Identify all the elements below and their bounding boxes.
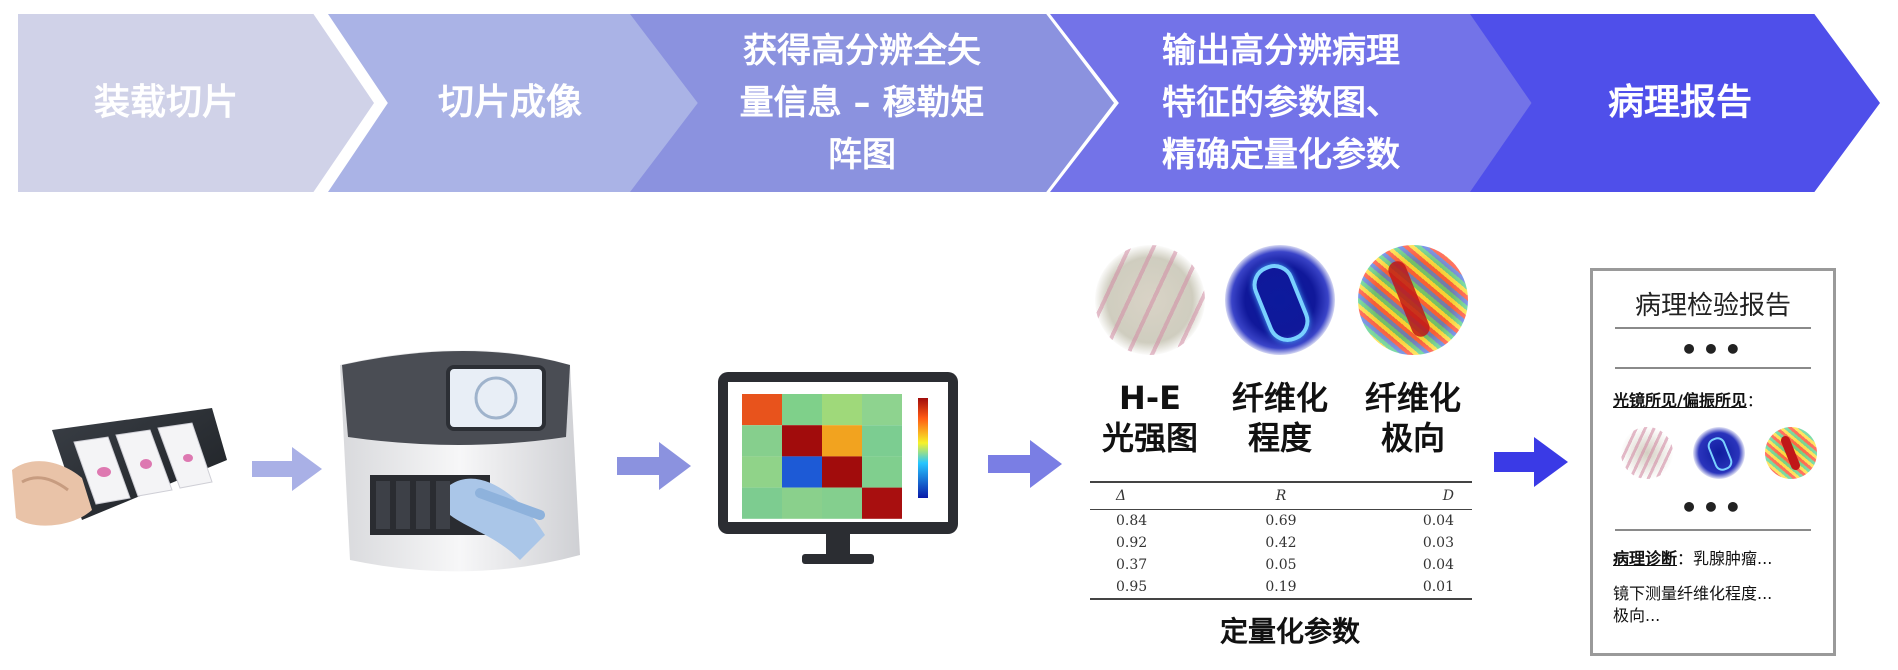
quantitative-parameters-caption: 定量化参数 (1219, 615, 1360, 648)
arrow-right-icon (988, 440, 1062, 488)
step-4-line-3: 精确定量化参数 (1162, 135, 1400, 175)
matrix-cell (782, 425, 822, 457)
step-4-line-1: 输出高分辨病理 (1162, 31, 1400, 71)
matrix-cell (862, 456, 902, 488)
table-cell: 0.04 (1422, 513, 1454, 529)
table-cell: 0.92 (1116, 535, 1148, 551)
table-cell: 0.03 (1422, 535, 1454, 551)
label-line: 纤维化 (1231, 379, 1328, 417)
findings-colon: ： (1746, 391, 1763, 410)
slide-scanner-image (340, 350, 580, 572)
label-line: 光强图 (1101, 419, 1198, 457)
fibrosis-degree-image (1225, 245, 1335, 355)
he-intensity-label: H-E 光强图 (1080, 378, 1220, 458)
step-mueller-matrix: 获得高分辨全矢 量信息 – 穆勒矩 阵图 (630, 14, 1114, 192)
matrix-cell (742, 394, 782, 426)
matrix-cell (782, 394, 822, 426)
mini-fibrosis-degree-image (1693, 427, 1745, 479)
matrix-cell (822, 456, 862, 488)
report-title: 病理检验报告 (1634, 291, 1791, 321)
matrix-cell (782, 456, 822, 488)
monitor-mueller-matrix-image (718, 372, 958, 564)
step-1-line: 装载切片 (93, 82, 238, 123)
report-note: 镜下测量纤维化程度... 极向... (1613, 583, 1823, 627)
matrix-cell (742, 425, 782, 457)
step-3-line-1: 获得高分辨全矢 (743, 31, 981, 71)
matrix-cell (862, 394, 902, 426)
divider (1615, 327, 1811, 329)
table-header-row: Δ R D (1090, 481, 1472, 510)
step-load-slide: 装载切片 (18, 14, 374, 192)
mini-fibrosis-orientation-image (1765, 427, 1817, 479)
mini-he-image (1621, 427, 1673, 479)
ellipsis-dots: ••• (1680, 491, 1746, 524)
table-cell: 0.84 (1116, 513, 1148, 529)
report-note-line-1: 镜下测量纤维化程度... (1613, 584, 1773, 603)
fibrosis-orientation-label: 纤维化 极向 (1343, 378, 1483, 458)
findings-heading: 光镜所见/偏振所见： (1613, 387, 1763, 411)
pathology-report-panel: 病理检验报告 ••• 光镜所见/偏振所见： ••• 病理诊断：乳腺肿瘤... 镜… (1590, 268, 1836, 656)
table-row: 0.37 0.05 0.04 (1090, 554, 1472, 576)
table-cell: 0.37 (1116, 557, 1148, 573)
divider (1615, 367, 1811, 369)
matrix-cell (742, 456, 782, 488)
quantitative-parameter-table: Δ R D 0.84 0.69 0.04 0.92 0.42 0.03 0.37… (1090, 481, 1472, 600)
table-cell: 0.19 (1216, 576, 1346, 600)
process-flow: 装载切片 切片成像 获得高分辨全矢 量信息 – 穆勒矩 阵图 输出高分辨病理 特… (18, 14, 1880, 192)
table-row: 0.84 0.69 0.04 (1090, 510, 1472, 533)
step-output-parameters: 输出高分辨病理 特征的参数图、 精确定量化参数 (1050, 14, 1542, 192)
table-cell: 0.01 (1345, 576, 1472, 600)
table-cell: 0.69 (1265, 513, 1297, 529)
label-line: 纤维化 (1364, 379, 1461, 417)
report-note-line-2: 极向... (1613, 606, 1661, 625)
ellipsis-dots: ••• (1680, 333, 1746, 366)
step-4-line-2: 特征的参数图、 (1162, 83, 1400, 123)
diagnosis-heading: 病理诊断：乳腺肿瘤... (1613, 545, 1772, 569)
fibrosis-degree-label: 纤维化 程度 (1210, 378, 1350, 458)
table-row: 0.92 0.42 0.03 (1090, 532, 1472, 554)
matrix-cell (822, 425, 862, 457)
matrix-cell (822, 394, 862, 426)
diagnosis-text: ：乳腺肿瘤... (1677, 549, 1773, 568)
step-slide-imaging: 切片成像 (328, 14, 702, 192)
slides-tray-image (12, 408, 227, 526)
table-cell: 0.42 (1265, 535, 1297, 551)
column-header: Δ (1090, 481, 1217, 510)
arrow-right-icon (617, 442, 691, 490)
matrix-cell (742, 487, 782, 519)
label-line: 极向 (1380, 419, 1445, 457)
arrow-right-icon (252, 447, 322, 491)
fibrosis-orientation-image (1358, 245, 1468, 355)
divider (1615, 529, 1811, 531)
matrix-cell (862, 487, 902, 519)
step-2-line: 切片成像 (437, 82, 582, 123)
step-3-line-3: 阵图 (828, 135, 896, 175)
step-3-line-2: 量信息 – 穆勒矩 (739, 83, 985, 123)
matrix-cell (822, 487, 862, 519)
column-header: R (1216, 481, 1346, 510)
table-cell: 0.95 (1090, 576, 1217, 600)
matrix-cell (782, 487, 822, 519)
table-cell: 0.04 (1422, 557, 1454, 573)
he-intensity-image (1095, 245, 1205, 355)
arrow-right-icon (1494, 437, 1568, 487)
label-line: 程度 (1247, 419, 1312, 457)
findings-label: 光镜所见/偏振所见 (1613, 391, 1747, 410)
table-cell: 0.05 (1265, 557, 1297, 573)
step-5-line: 病理报告 (1607, 82, 1752, 123)
table-row: 0.95 0.19 0.01 (1090, 576, 1472, 600)
diagnosis-label: 病理诊断 (1613, 549, 1678, 568)
step-pathology-report: 病理报告 (1470, 14, 1880, 192)
label-line: H-E (1119, 379, 1181, 417)
matrix-cell (862, 425, 902, 457)
column-header: D (1345, 481, 1472, 510)
